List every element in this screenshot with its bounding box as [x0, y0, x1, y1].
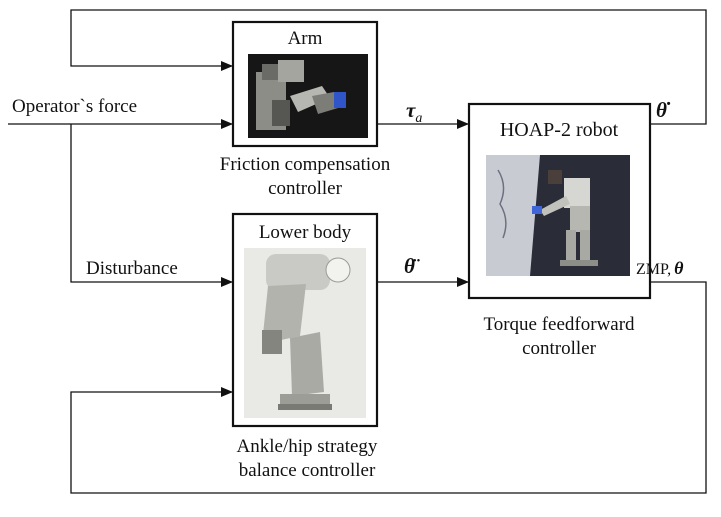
lower-body-block: Lower body Ankle/hip strategy balance co… — [231, 212, 379, 481]
arm-caption-line2: controller — [268, 178, 343, 199]
robot-lower-body-photo — [244, 248, 366, 418]
zmp-theta-symbol: θ — [674, 258, 684, 278]
tau-a-symbol: τa — [406, 98, 422, 126]
zmp-theta-label: ZMP,θ — [636, 258, 684, 278]
robot-block-title: HOAP-2 robot — [500, 119, 619, 141]
arm-block: Arm Friction compensation controller — [220, 20, 391, 199]
operator-force-label: Operator`s force — [12, 96, 137, 117]
disturbance-label: Disturbance — [86, 258, 178, 279]
robot-block: HOAP-2 robot Torque feedforward controll… — [467, 102, 652, 359]
robot-caption-line2: controller — [522, 338, 597, 359]
arm-caption-line1: Friction compensation — [220, 154, 391, 175]
bottom-feedback-loop — [70, 281, 707, 494]
top-feedback-loop — [70, 9, 707, 125]
disturbance-branch-line — [70, 124, 233, 287]
robot-arm-photo — [248, 54, 368, 138]
lower-body-caption-line1: Ankle/hip strategy — [237, 436, 378, 457]
lower-body-caption-line2: balance controller — [239, 460, 376, 481]
signal-lines — [8, 9, 707, 494]
theta-ddot-label: θ̈ — [404, 254, 420, 278]
tau-symbol: τ — [406, 98, 416, 122]
arm-block-title: Arm — [288, 28, 323, 49]
robot-caption-line1: Torque feedforward — [483, 314, 635, 335]
zmp-prefix: ZMP, — [636, 261, 671, 278]
theta-dot-label: θ̇ — [656, 98, 671, 122]
hoap2-robot-photo — [486, 155, 630, 276]
lower-body-block-title: Lower body — [259, 222, 352, 243]
tau-subscript: a — [415, 111, 422, 126]
